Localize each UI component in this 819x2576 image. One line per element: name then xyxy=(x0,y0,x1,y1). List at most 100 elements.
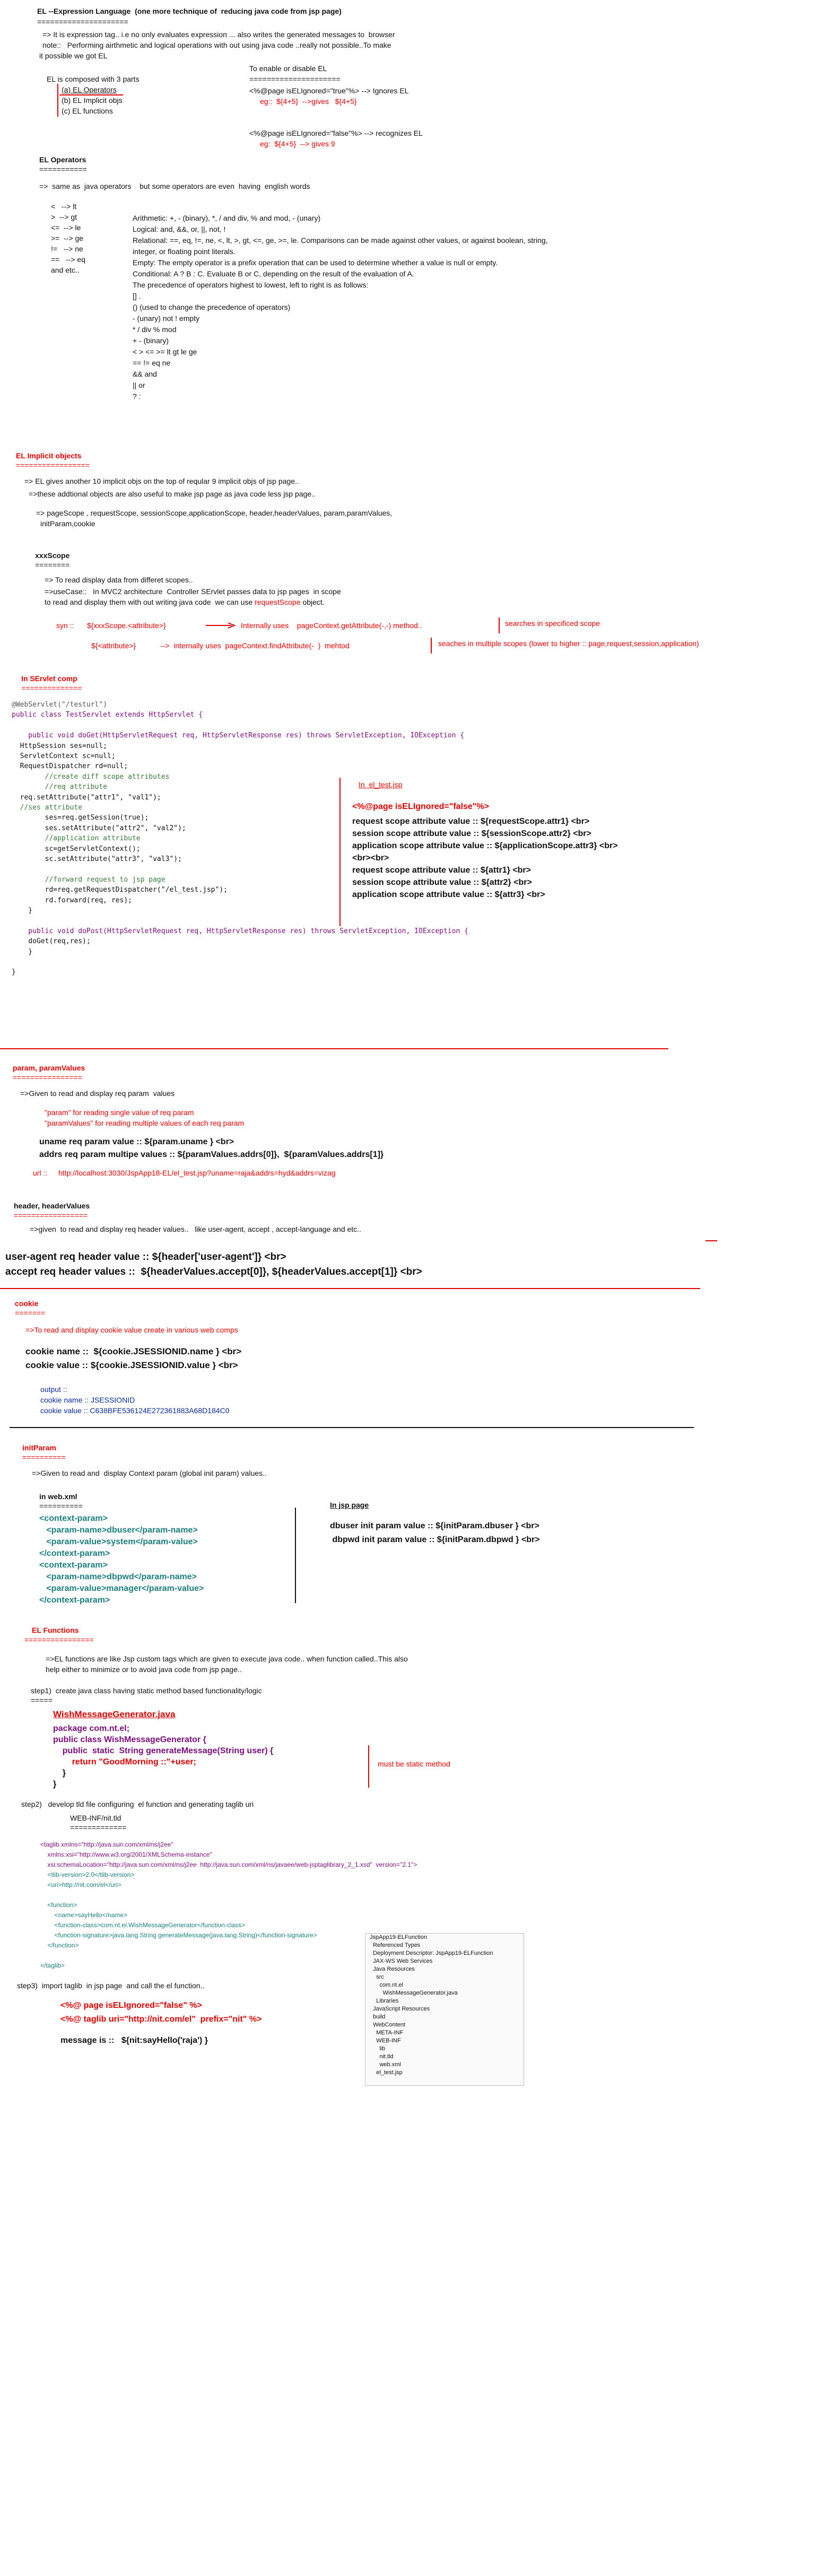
jsp-line: <br><br> xyxy=(352,854,389,863)
xxx-l1: => To read display data from differet sc… xyxy=(45,576,193,584)
syn2-divider xyxy=(431,638,432,654)
parts-title: EL is composed with 3 parts xyxy=(47,75,140,83)
tld-code-line: <name>sayHello</name> xyxy=(40,1911,128,1919)
param-r2: "paramValues" for reading multiple value… xyxy=(45,1119,245,1127)
section-divider xyxy=(0,1048,668,1049)
cookie-title: cookie xyxy=(15,1299,39,1308)
jsp-fn-j2: <%@ taglib uri="http://nit.com/el" prefi… xyxy=(60,2015,262,2024)
step3: step3) import taglib in jsp page and cal… xyxy=(17,1981,205,1990)
webxml-line: <context-param> xyxy=(39,1514,108,1523)
initparam-j2: dbpwd init param value :: ${initParam.db… xyxy=(330,1535,540,1544)
initparam-j1: dbuser init param value :: ${initParam.d… xyxy=(330,1521,539,1530)
functions-l2: help either to minimize or to avoid java… xyxy=(46,1665,242,1674)
project-tree-item[interactable]: JavaScript Resources xyxy=(370,2006,430,2012)
header-sep: ================= xyxy=(14,1211,88,1220)
param-r1: "param" for reading single value of req … xyxy=(45,1108,194,1117)
project-tree-item[interactable]: nit.tld xyxy=(370,2053,394,2060)
webxml-title: in web.xml xyxy=(39,1492,77,1501)
project-tree-item[interactable]: build xyxy=(370,2014,386,2020)
intro-line: => It is expression tag.. i.e no only ev… xyxy=(42,30,395,39)
jsp-directive-text: <%@page isELIgnored="false"%> xyxy=(352,802,489,811)
jsp-line: session scope attribute value :: ${sessi… xyxy=(352,829,591,838)
servlet-divider xyxy=(339,778,341,926)
project-tree-item[interactable]: Java Resources xyxy=(370,1966,415,1972)
operator-symbol: and etc.. xyxy=(51,266,80,274)
servlet-code-line: HttpSession ses=null; xyxy=(12,742,108,750)
initparam-title: initParam xyxy=(22,1443,56,1452)
tld-code-line: <tlib-version>2.0</tlib-version> xyxy=(40,1871,135,1878)
operator-symbol: >= --> ge xyxy=(51,234,84,242)
project-tree-item[interactable]: Referenced Types xyxy=(370,1942,421,1948)
intro-note: note:: Performing airthmetic and logical… xyxy=(42,41,391,49)
syn1-note: searches in specificed scope xyxy=(505,619,600,628)
tld-code-line: <function> xyxy=(40,1901,77,1909)
tld-code-line: xmlns:xsi="http://www.w3.org/2001/XMLSch… xyxy=(40,1851,212,1858)
webxml-line: <param-value>system</param-value> xyxy=(39,1537,198,1546)
servlet-sep: ============== xyxy=(21,684,82,692)
webxml-line: </context-param> xyxy=(39,1549,110,1558)
project-tree-item[interactable]: Libraries xyxy=(370,1998,399,2004)
param-url[interactable]: http://localhost:3030/JspApp18-EL/el_tes… xyxy=(58,1169,336,1177)
project-tree-item[interactable]: src xyxy=(370,1974,384,1980)
operators-title: EL Operators xyxy=(39,155,86,164)
java-code-line: } xyxy=(53,1780,57,1789)
webxml-line: <param-name>dbuser</param-name> xyxy=(39,1526,198,1535)
operator-description: The precedence of operators highest to l… xyxy=(133,281,369,289)
project-tree-item[interactable]: JAX-WS Web Services xyxy=(370,1958,433,1964)
syn2-expr: ${<attribute>} xyxy=(91,641,136,650)
project-tree-item[interactable]: WEB-INF xyxy=(370,2038,401,2044)
servlet-code-line: ses.setAttribute("attr2", "val2"); xyxy=(12,824,186,832)
servlet-code-line: ses=req.getSession(true); xyxy=(12,814,149,822)
jsp-line: request scope attribute value :: ${reque… xyxy=(352,817,590,826)
operator-description: Relational: ==, eq, !=, ne, <, lt, >, gt… xyxy=(133,236,548,245)
static-note: must be static method xyxy=(378,1760,450,1768)
param-intro: =>Given to read and display req param va… xyxy=(20,1089,175,1098)
servlet-code-line: req.setAttribute("attr1", "val1"); xyxy=(12,793,161,802)
project-tree-item[interactable]: WebContent xyxy=(370,2022,406,2028)
header-title: header, headerValues xyxy=(14,1202,90,1210)
operator-description: == != eq ne xyxy=(133,359,171,367)
operator-symbol: <= --> le xyxy=(51,223,81,232)
operator-description: Empty: The empty operator is a prefix op… xyxy=(133,258,498,267)
java-file: WishMessageGenerator.java xyxy=(53,1709,176,1719)
project-tree-item[interactable]: JspApp19-ELFunction xyxy=(370,1934,428,1940)
project-tree-item[interactable]: META-INF xyxy=(370,2030,404,2036)
intro-title: EL --Expression Language (one more techn… xyxy=(37,7,342,15)
operator-description: integer, or floating point literals. xyxy=(133,247,236,256)
servlet-code-line: //ses attribute xyxy=(12,804,83,812)
syn1-mid: Internally uses pageContext.getAttribute… xyxy=(241,621,422,630)
enable-recognize-eg: eg: ${4+5} --> gives 9 xyxy=(260,140,335,148)
project-tree-item[interactable]: lib xyxy=(370,2046,386,2052)
operators-intro: => same as java operators but some opera… xyxy=(39,182,310,190)
project-tree-item[interactable]: web.xml xyxy=(370,2061,401,2068)
header-intro: =>given to read and display req header v… xyxy=(30,1225,361,1233)
project-tree-item[interactable]: com.nt.el xyxy=(370,1982,403,1988)
param-b1: uname req param value :: ${param.uname }… xyxy=(39,1137,234,1146)
jsp-line: application scope attribute value :: ${a… xyxy=(352,890,545,899)
java-code-line: } xyxy=(53,1769,66,1778)
parts-bracket xyxy=(57,84,58,117)
jsp-title: In el_test.jsp xyxy=(359,780,403,789)
project-tree-item[interactable]: el_test.jsp xyxy=(370,2069,403,2076)
project-tree-item[interactable]: Deployment Descriptor: JspApp19-ELFuncti… xyxy=(370,1950,493,1956)
servlet-code-line: public void doPost(HttpServletRequest re… xyxy=(12,927,468,935)
project-tree-item[interactable]: WishMessageGenerator.java xyxy=(370,1990,458,1996)
servlet-code-line: //application attribute xyxy=(12,834,141,843)
jsp-line: application scope attribute value :: ${a… xyxy=(352,841,618,850)
cookie-output-value: cookie value :: C638BFE536124E272361883A… xyxy=(40,1406,230,1415)
syn-label: syn :: xyxy=(56,621,74,630)
param-sep: ================ xyxy=(13,1073,82,1082)
xxx-sep: ======== xyxy=(35,561,70,569)
enable-ignore-eg: eg:: ${4+5} -->gives ${4+5} xyxy=(260,97,357,106)
part-a-underline xyxy=(59,94,123,95)
jsp-fn-j3: message is :: ${nit:sayHello('raja') } xyxy=(60,2036,208,2045)
servlet-code-line: sc=getServletContext(); xyxy=(12,845,141,853)
implicit-sep: ================= xyxy=(16,461,90,469)
operator-symbol: > --> gt xyxy=(51,213,77,221)
header-divider xyxy=(0,1288,700,1289)
project-explorer[interactable]: JspApp19-ELFunction Referenced Types Dep… xyxy=(365,1933,524,2086)
java-code-line: package com.nt.el; xyxy=(53,1724,130,1733)
xxx-l2: =>useCase:: In MVC2 architecture Control… xyxy=(45,587,341,596)
step1-sep: ===== xyxy=(31,1696,53,1704)
webxml-sep: ========== xyxy=(39,1502,83,1510)
